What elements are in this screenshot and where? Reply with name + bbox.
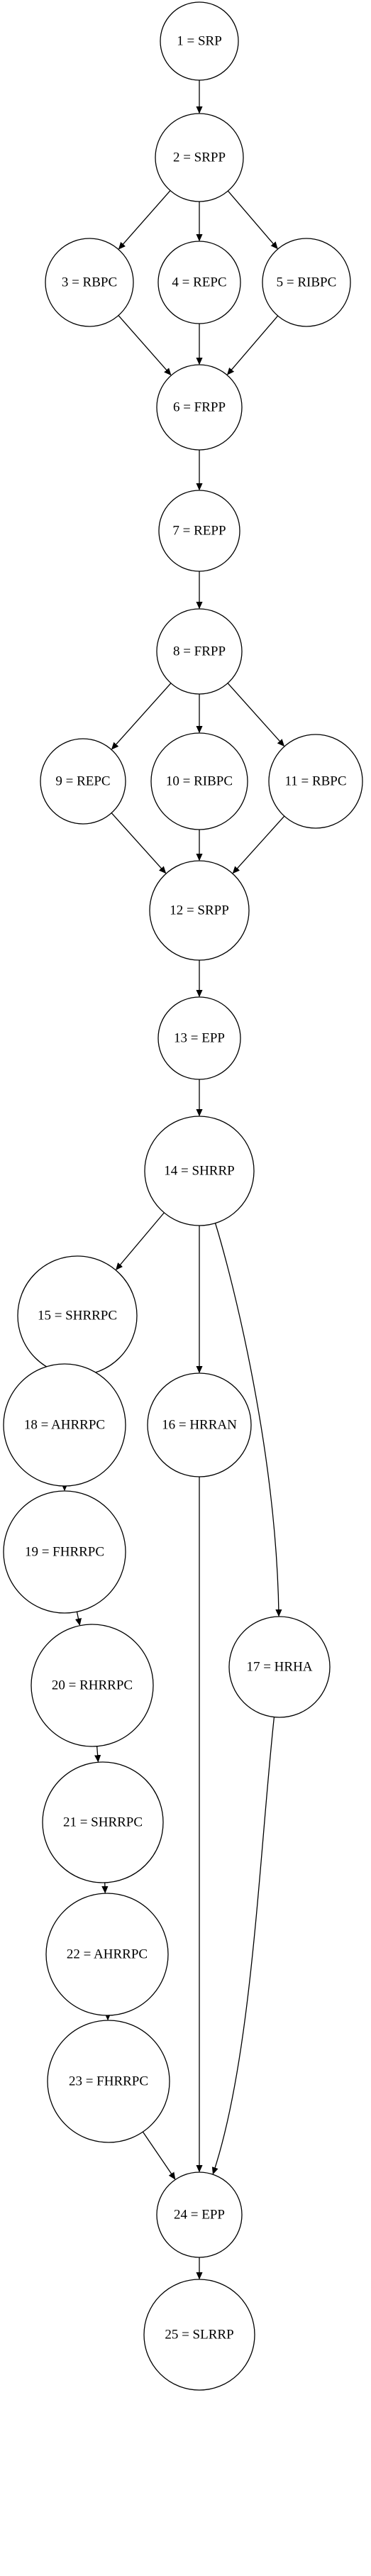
node-circle [31,1624,154,1747]
node-15: 15 = SHRRPC [17,1255,138,1376]
node-23: 23 = FHRRPC [47,2020,170,2143]
node-11: 11 = RBPC [268,734,363,829]
node-19: 19 = FHRRPC [3,1490,126,1614]
node-label: 10 = RIBPC [166,774,233,789]
node-circle [160,1,239,81]
edge-9-to-12 [111,813,165,874]
edge-5-to-6 [228,315,279,375]
node-circle [149,860,250,961]
node-label: 6 = FRPP [173,400,226,415]
node-14: 14 = SHRRP [144,1116,255,1226]
node-circle [228,1616,331,1718]
node-circle [156,364,243,451]
node-label: 8 = FRPP [173,644,226,659]
node-12: 12 = SRPP [149,860,250,961]
nodes-layer: 1 = SRP 2 = SRPP 3 = RBPC 4 = REPC 5 = RIBPC… [3,1,363,2391]
node-20: 20 = RHRRPC [31,1624,154,1747]
node-7: 7 = REPP [158,490,240,572]
edge-20-to-21 [97,1746,99,1762]
node-circle [143,2279,255,2391]
node-label: 24 = EPP [174,2208,225,2223]
node-label: 21 = SHRRPC [63,1815,143,1830]
node-label: 25 = SLRRP [165,2328,233,2343]
node-label: 9 = REPC [55,774,110,789]
node-18: 18 = AHRRPC [3,1363,126,1487]
node-label: 19 = FHRRPC [25,1545,104,1560]
edge-23-to-24 [142,2131,175,2179]
node-circle [156,608,243,695]
node-label: 1 = SRP [177,34,222,49]
node-circle [45,1893,169,2016]
edge-2-to-5 [227,190,277,248]
edge-2-to-3 [119,190,171,249]
node-label: 12 = SRPP [170,903,229,918]
node-label: 3 = RBPC [62,275,117,290]
node-label: 15 = SHRRPC [38,1309,117,1323]
edge-14-to-15 [116,1212,165,1270]
node-circle [150,732,248,830]
edge-3-to-6 [118,315,171,375]
node-circle [157,241,241,324]
edge-17-to-24 [213,1717,275,2174]
node-21: 21 = SHRRPC [42,1761,164,1883]
node-circle [47,2020,170,2143]
node-label: 7 = REPP [172,524,226,539]
node-label: 20 = RHRRPC [52,1678,133,1693]
node-label: 23 = FHRRPC [69,2074,148,2089]
node-13: 13 = EPP [157,996,241,1080]
node-label: 13 = EPP [174,1031,225,1046]
node-4: 4 = REPC [157,241,241,324]
node-label: 11 = RBPC [284,774,346,789]
node-3: 3 = RBPC [45,238,134,327]
node-circle [262,238,351,327]
node-17: 17 = HRHA [228,1616,331,1718]
node-22: 22 = AHRRPC [45,1893,169,2016]
node-circle [144,1116,255,1226]
node-2: 2 = SRPP [155,113,244,202]
node-label: 5 = RIBPC [277,275,337,290]
node-circle [155,113,244,202]
node-circle [147,1372,252,1477]
node-circle [268,734,363,829]
node-label: 22 = AHRRPC [67,1947,148,1962]
node-24: 24 = EPP [156,2172,243,2258]
node-label: 4 = REPC [172,275,226,290]
node-circle [158,490,240,572]
node-1: 1 = SRP [160,1,239,81]
node-16: 16 = HRRAN [147,1372,252,1477]
edge-19-to-20 [77,1612,79,1625]
node-label: 17 = HRHA [246,1660,312,1675]
edges-layer [65,80,285,2279]
node-circle [45,238,134,327]
node-label: 2 = SRPP [173,150,226,165]
node-circle [3,1363,126,1487]
node-circle [42,1761,164,1883]
node-6: 6 = FRPP [156,364,243,451]
node-circle [40,738,126,825]
edge-11-to-12 [233,815,285,873]
node-25: 25 = SLRRP [143,2279,255,2391]
node-circle [3,1490,126,1614]
edge-8-to-11 [227,683,284,746]
node-circle [157,996,241,1080]
node-5: 5 = RIBPC [262,238,351,327]
node-circle [156,2172,243,2258]
edge-14-to-17 [214,1223,279,1616]
edge-8-to-9 [112,683,172,749]
node-label: 18 = AHRRPC [24,1418,105,1433]
node-label: 14 = SHRRP [164,1164,234,1179]
node-9: 9 = REPC [40,738,126,825]
node-8: 8 = FRPP [156,608,243,695]
node-10: 10 = RIBPC [150,732,248,830]
node-label: 16 = HRRAN [162,1418,237,1433]
